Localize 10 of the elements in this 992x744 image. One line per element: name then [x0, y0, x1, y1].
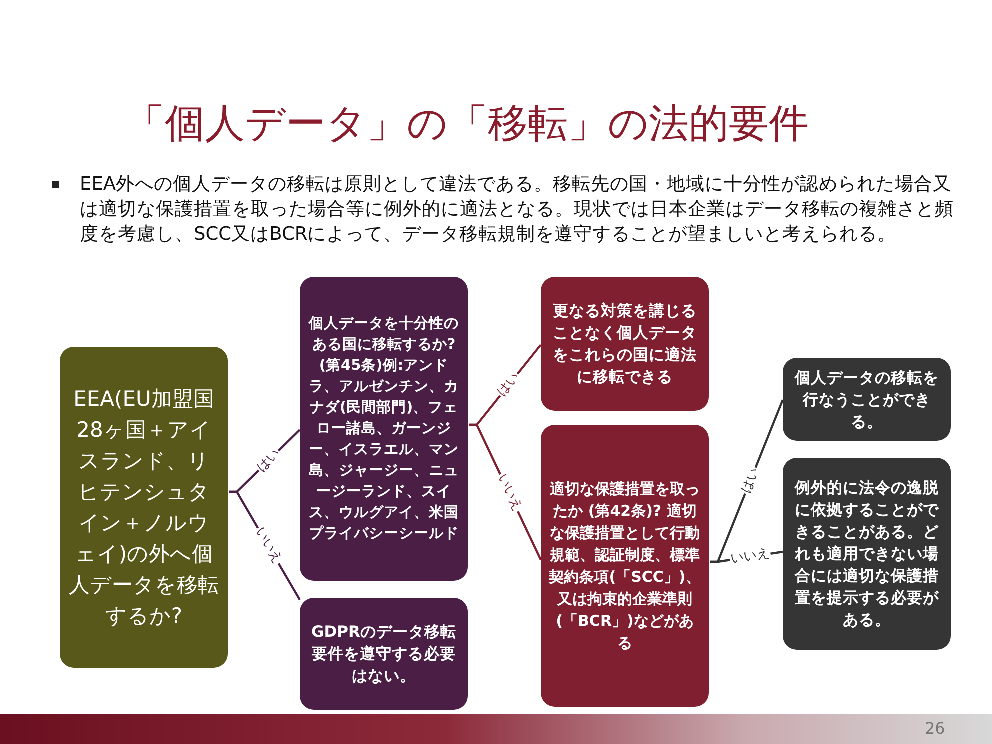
page-number: 26 [925, 719, 946, 738]
decision-box: 個人データの移転を行なうことができる。 [783, 358, 951, 441]
decision-box: 例外的に法令の逸脱に依拠することができることがある。どれも適用できない場合には適切な保護措置を提示する必要がある。 [783, 458, 951, 650]
title: 「個人データ」の「移転」の法的要件 [125, 100, 809, 149]
bullet-text: EEA外への個人データの移転は原則として違法である。移転先の国・地域に十分性が認められた場合又は適切な保護措置を取った場合等に例外的に適法となる。現状では日本企業はデータ移転の複雑さと頻度を考慮し、SCC又はBCRによって、データ移転規制を遵守することが望ましいと考えられる。 [80, 173, 955, 247]
decision-box: 適切な保護措置を取ったか (第42条)? 適切な保護措置として行動規範、認証制度、標準契約条項(「SCC」)、又は拘束的企業準則(「BCR」)などがある [541, 425, 709, 707]
decision-box: 個人データを十分性のある国に移転するか?(第45条)例:アンドラ、アルゼンチン、カナダ(民間部門)、フェロー諸島、ガーンジー、イスラエル、マン島、ジャージー、ニュージーランド、スイス、ウルグアイ、米国プライバシーシールド [300, 277, 468, 581]
decision-box: 更なる対策を講じることなく個人データをこれらの国に適法に移転できる [541, 277, 709, 411]
decision-box: GDPRのデータ移転要件を遵守する必要はない。 [300, 598, 468, 710]
decision-box: EEA(EU加盟国28ヶ国＋アイスランド、リヒテンシュタイン＋ノルウェイ)の外へ個人データを移転するか? [60, 347, 228, 668]
